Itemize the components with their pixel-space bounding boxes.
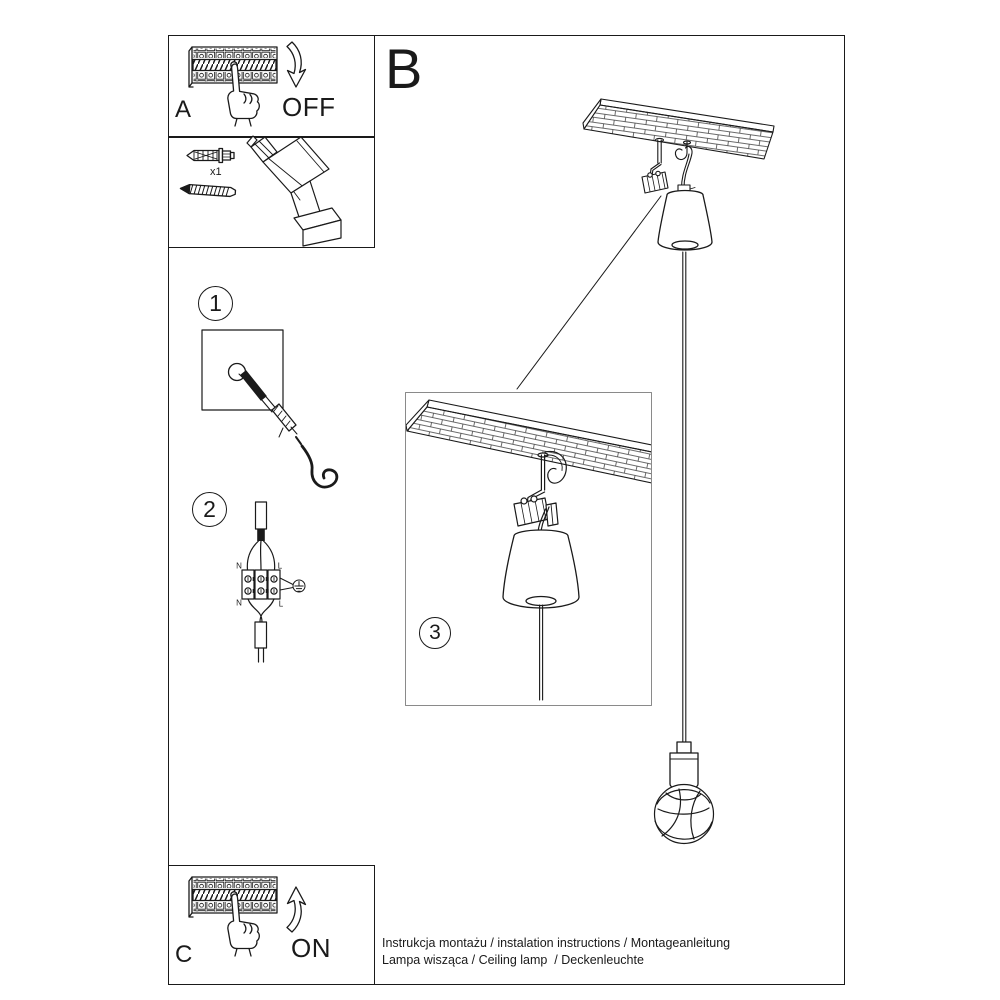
panel-a-box (168, 35, 375, 137)
footer-product-line: Lampa wisząca / Ceiling lamp / Deckenleu… (382, 953, 644, 967)
terminal-strip (241, 569, 281, 600)
inset-ceiling-hook (544, 450, 567, 484)
step-2-number: 2 (203, 496, 216, 522)
wire-label-l-top: L (277, 561, 283, 571)
drill-icon (246, 135, 342, 247)
ceiling-hook (674, 141, 688, 161)
panel-b-letter: B (385, 37, 423, 100)
inset-hook-assembly (513, 450, 567, 535)
canopy-cone (657, 189, 713, 251)
step1-drawing (201, 329, 339, 489)
wire-label-n-top: N (236, 561, 242, 571)
ceiling-panel (582, 98, 775, 160)
ceiling-hook-assembly (641, 137, 696, 197)
hook-screw-thread (240, 370, 267, 401)
step2-wiring-diagram (241, 501, 306, 663)
step1-anchor (271, 403, 297, 432)
pendant-cable (682, 251, 687, 745)
step1-hook (300, 444, 339, 489)
inset-canopy-cone (502, 529, 580, 609)
arrow-up-icon (286, 886, 307, 933)
knot-bulb (653, 783, 715, 845)
step-1-number: 1 (209, 290, 222, 316)
wire-label-l-bottom: L (278, 599, 284, 609)
inset-leader-line (516, 195, 662, 390)
arrow-down-icon (286, 41, 307, 88)
step-1-badge: 1 (198, 286, 233, 321)
inset-box (405, 392, 652, 706)
wire-label-n-bottom: N (236, 598, 242, 608)
wall-anchor-icon (186, 147, 235, 164)
lamp-holder (669, 741, 699, 791)
on-label: ON (291, 933, 331, 963)
inset-cable (539, 604, 544, 701)
panel-c-letter: C (175, 941, 193, 968)
cable-loop (680, 145, 693, 189)
footer-title-line: Instrukcja montażu / instalation instruc… (382, 936, 731, 950)
inset-ceiling-panel (406, 399, 651, 484)
tools-box (168, 137, 375, 248)
panel-a-letter: A (175, 96, 192, 123)
earth-symbol (279, 577, 306, 593)
panel-c-box (168, 865, 375, 985)
step-2-badge: 2 (192, 492, 227, 527)
step-3-badge: 3 (419, 617, 451, 649)
anchor-quantity-label: x1 (210, 166, 222, 178)
step-3-number: 3 (429, 621, 441, 644)
page-border (168, 35, 845, 985)
screw-icon (179, 183, 237, 198)
off-label: OFF (282, 92, 336, 122)
